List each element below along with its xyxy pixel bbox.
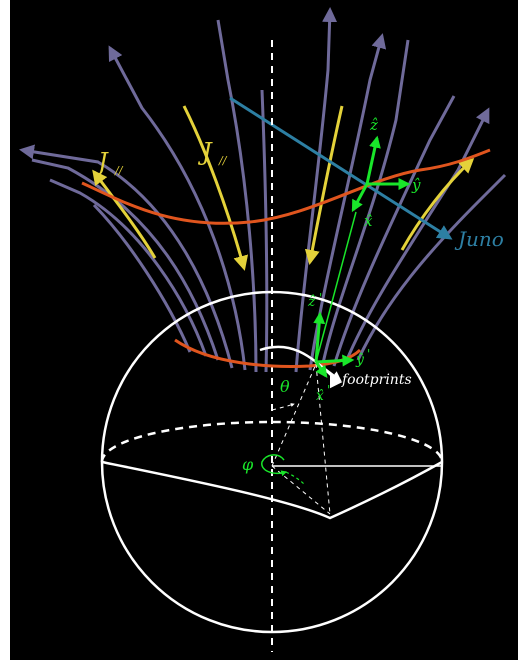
upper-x-axis: [351, 183, 369, 213]
radial-line: [271, 363, 317, 467]
phi-arc-tail: [285, 471, 305, 485]
label-upper-x: x̂: [364, 212, 373, 230]
jupiter-field-diagram: J // J // Juno ẑ ŷ x̂ ẑ ' ŷ ' x̂ ' footp…: [10, 0, 518, 660]
current-arrow: [92, 169, 157, 259]
theta-arc: [271, 403, 295, 411]
field-line: [216, 19, 258, 373]
field-line: [308, 33, 387, 371]
field-line: [332, 95, 456, 367]
footprint-trace: [315, 211, 357, 363]
label-lower-z-prime: ': [319, 291, 322, 305]
label-lower-y: ŷ: [355, 351, 365, 368]
sphere: [100, 40, 444, 652]
upper-z-axis: [365, 135, 381, 185]
equator-front: [101, 460, 443, 520]
upper-local-frame: [351, 135, 411, 213]
lower-y-axis: [315, 354, 355, 367]
current-arrow: [400, 157, 475, 251]
field-line: [31, 158, 220, 361]
label-juno: Juno: [454, 227, 504, 251]
field-line: [92, 203, 192, 353]
phi-arc: [261, 454, 288, 477]
field-line: [260, 89, 269, 373]
field-line: [320, 39, 410, 369]
current-arrows: [92, 105, 475, 271]
label-j-left-sub: //: [114, 164, 124, 177]
label-j-right-sub: //: [218, 154, 228, 167]
construction-lines: [271, 363, 331, 515]
field-line: [108, 45, 247, 371]
field-line: [19, 144, 234, 369]
current-arrow: [182, 105, 249, 271]
label-lower-z: ẑ: [307, 293, 316, 310]
label-phi: φ: [242, 455, 254, 474]
label-upper-z: ẑ: [369, 116, 378, 134]
spacecraft-altitude-curve: [81, 148, 491, 225]
label-theta: θ: [280, 377, 290, 396]
field-line: [356, 173, 507, 361]
current-arrow: [304, 105, 344, 265]
label-lower-x-prime: ': [327, 383, 330, 397]
label-lower-y-prime: ': [367, 347, 370, 361]
equator-back: [100, 420, 444, 463]
field-line: [294, 7, 338, 373]
field-lines: [19, 7, 507, 373]
lower-x-axis: [314, 361, 328, 378]
lower-z-axis: [313, 311, 326, 363]
label-lower-x: x̂: [316, 388, 324, 404]
juno-trajectory: [229, 96, 453, 240]
projection-line: [315, 363, 331, 515]
label-upper-y: ŷ: [411, 176, 421, 194]
label-footprints: footprints: [341, 372, 412, 388]
field-line: [49, 178, 208, 357]
lower-local-frame: [313, 311, 355, 378]
